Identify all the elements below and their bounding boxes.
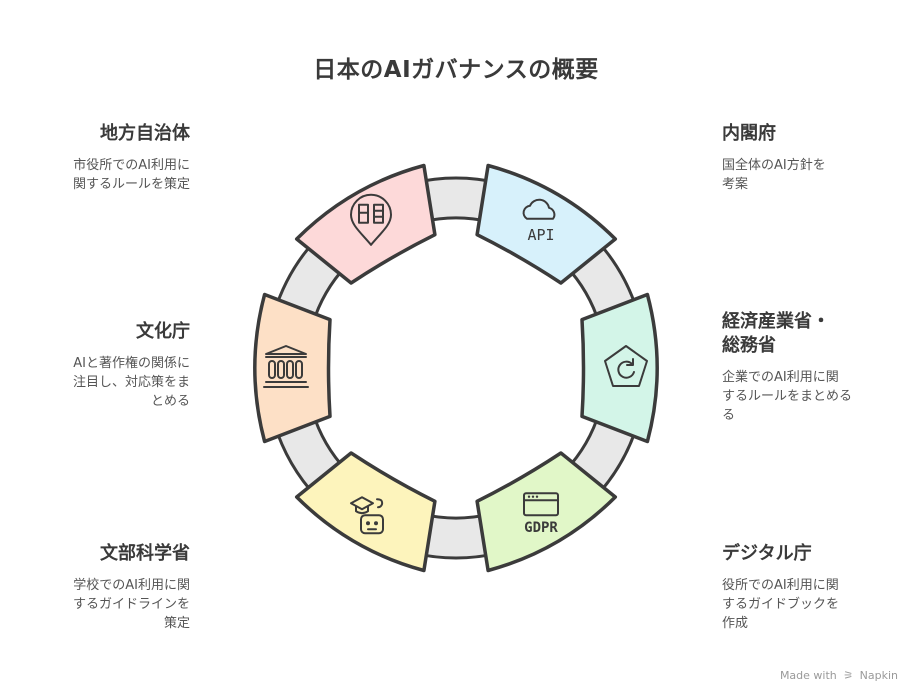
label-digital-agency: デジタル庁 役所でのAI利用に関 するガイドブックを 作成: [722, 542, 892, 633]
pentagon-refresh-icon: [604, 345, 648, 387]
label-desc: 国全体のAI方針を 考案: [722, 158, 826, 192]
made-with-text: Made with: [779, 669, 837, 682]
segment-2: [475, 451, 618, 573]
icon-text: API: [527, 226, 554, 244]
label-cabinet-office: 内閣府 国全体のAI方針を 考案: [722, 122, 892, 194]
page-title: 日本のAIガバナンスの概要: [313, 57, 599, 83]
label-desc: 市役所でのAI利用に 関するルールを策定: [72, 158, 190, 192]
graduation-robot-icon: [350, 496, 384, 535]
label-desc: 企業でのAI利用に関 するルールをまとめる る: [722, 370, 853, 423]
label-desc: AIと著作権の関係に 注目し、対応策をま とめる: [72, 356, 190, 409]
label-title: 内閣府: [722, 123, 776, 144]
label-title: 文部科学省: [100, 543, 190, 564]
label-title: デジタル庁: [722, 543, 812, 564]
napkin-logo-icon: ⚞: [843, 669, 854, 682]
segment-0: [475, 163, 618, 285]
label-agency-cultural-affairs: 文化庁 AIと著作権の関係に 注目し、対応策をま とめる: [20, 320, 190, 411]
label-meti-mic: 経済産業省・ 総務省 企業でのAI利用に関 するルールをまとめる る: [722, 310, 892, 425]
museum-columns-icon: [263, 345, 309, 388]
label-title: 経済産業省・ 総務省: [722, 311, 830, 356]
map-pin-icon: [350, 193, 392, 246]
label-local-government: 地方自治体 市役所でのAI利用に 関するルールを策定: [20, 122, 190, 194]
segment-5: [294, 163, 437, 285]
label-desc: 役所でのAI利用に関 するガイドブックを 作成: [722, 578, 840, 631]
browser-gdpr-icon: GDPR: [523, 492, 559, 536]
cloud-api-icon: API: [522, 198, 556, 244]
brand-text: Napkin: [859, 669, 898, 682]
label-title: 文化庁: [136, 321, 190, 342]
icon-text: GDPR: [524, 520, 558, 536]
segment-1: [580, 292, 659, 444]
label-mext: 文部科学省 学校でのAI利用に関 するガイドラインを 策定: [20, 542, 190, 633]
label-title: 地方自治体: [100, 123, 190, 144]
label-desc: 学校でのAI利用に関 するガイドラインを 策定: [72, 578, 190, 631]
footer-credit[interactable]: Made with ⚞ Napkin: [780, 669, 898, 682]
